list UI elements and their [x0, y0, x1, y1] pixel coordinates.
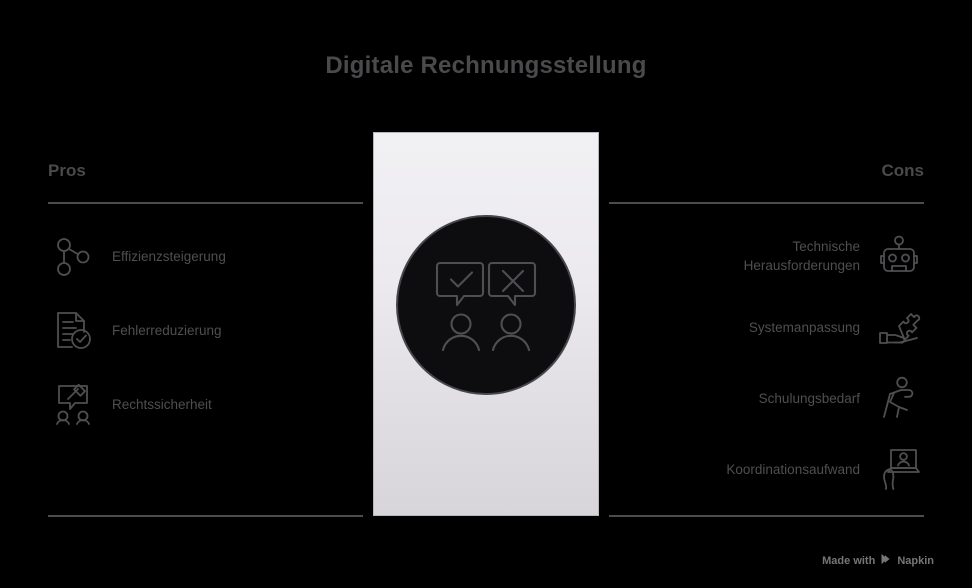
pros-bottom-divider — [48, 515, 363, 517]
list-item[interactable]: Fehlerreduzierung — [48, 304, 363, 356]
list-item[interactable]: Systemanpassung — [609, 301, 924, 353]
list-item-label: Schulungsbedarf — [758, 390, 860, 406]
list-item[interactable]: Effizienzsteigerung — [48, 230, 363, 282]
pros-heading: Pros — [48, 161, 86, 180]
list-item-label: Fehlerreduzierung — [112, 322, 222, 338]
center-illustration-circle — [396, 215, 576, 395]
footer-attribution: Made with Napkin — [822, 553, 934, 568]
cons-bottom-divider — [609, 515, 924, 517]
cons-heading: Cons — [881, 161, 925, 180]
page-title: Digitale Rechnungsstellung — [325, 52, 647, 79]
cons-item-list: Technische Herausforderungen Syst — [609, 230, 924, 495]
list-item-label: Technische Herausforderungen — [743, 239, 860, 273]
list-item[interactable]: Technische Herausforderungen — [609, 230, 924, 282]
network-nodes-icon — [48, 231, 98, 281]
gavel-discussion-icon — [48, 379, 98, 429]
footer-brand-label: Napkin — [897, 554, 934, 567]
list-item-label: Koordinationsaufwand — [726, 461, 860, 477]
pros-divider — [48, 202, 363, 204]
pros-column: Pros Effizienzsteigerung — [48, 160, 363, 430]
center-panel — [373, 132, 599, 516]
list-item[interactable]: Koordinationsaufwand — [609, 443, 924, 495]
robot-head-icon — [874, 231, 924, 281]
document-check-icon — [48, 305, 98, 355]
hand-puzzle-icon — [874, 302, 924, 352]
list-item[interactable]: Rechtssicherheit — [48, 378, 363, 430]
footer-made-with-label: Made with — [822, 554, 876, 567]
list-item-label: Effizienzsteigerung — [112, 248, 226, 264]
list-item[interactable]: Schulungsbedarf — [609, 372, 924, 424]
list-item-label: Rechtssicherheit — [112, 396, 212, 412]
napkin-logo-icon — [880, 553, 892, 568]
cons-divider — [609, 202, 924, 204]
running-person-icon — [874, 373, 924, 423]
list-item-label: Systemanpassung — [748, 319, 860, 335]
cons-column: Cons Technische Herausforderungen — [609, 160, 924, 495]
video-call-icon — [874, 444, 924, 494]
pros-item-list: Effizienzsteigerung — [48, 230, 363, 430]
two-people-pros-cons-speech-bubbles-icon — [434, 259, 538, 351]
